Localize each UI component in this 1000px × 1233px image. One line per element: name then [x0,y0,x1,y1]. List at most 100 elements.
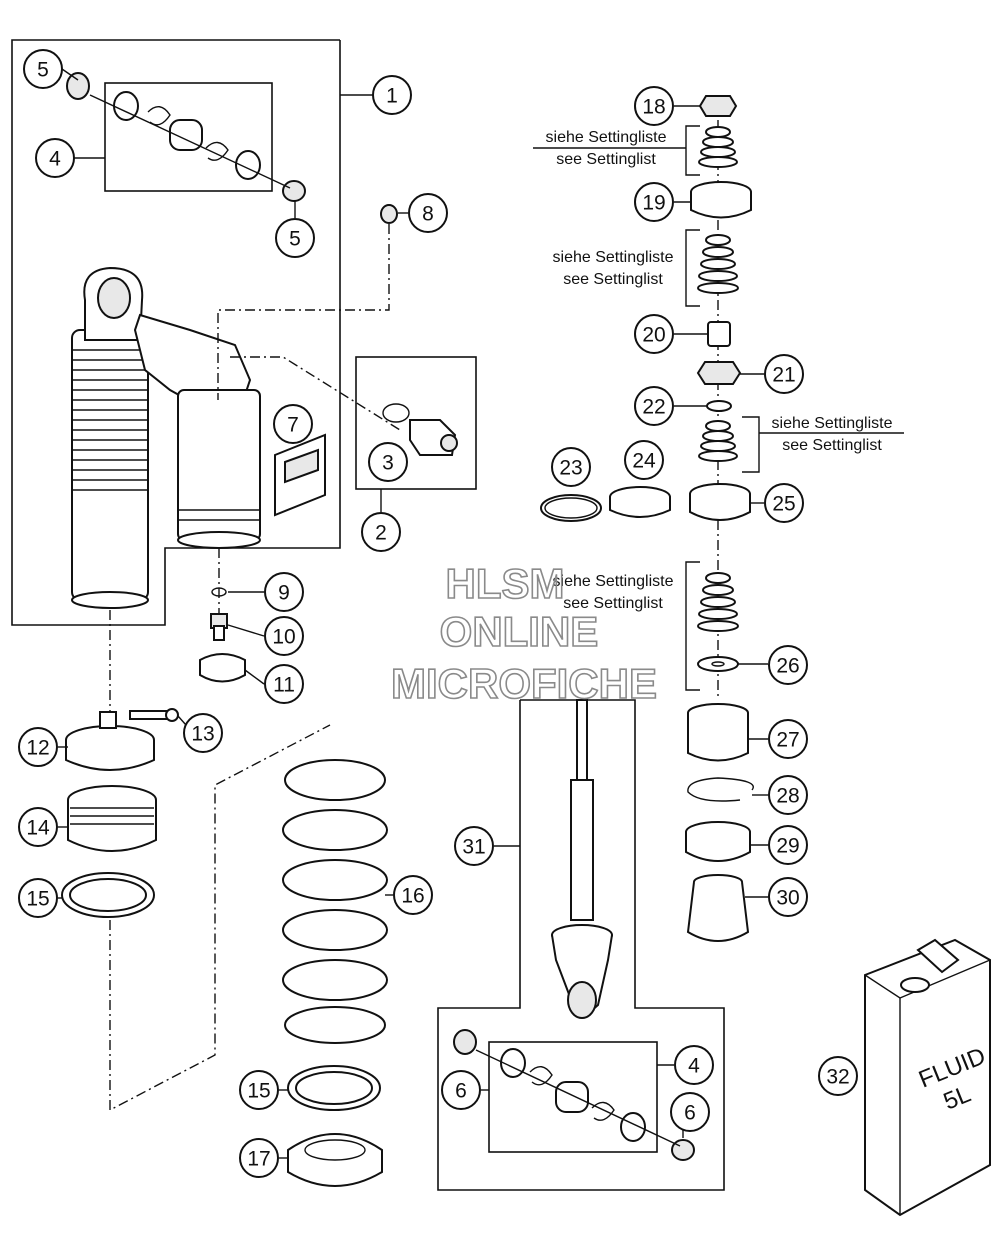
callout-label: 22 [642,396,665,419]
callout-circle [361,512,401,552]
callout-label: 3 [382,452,394,475]
callout-c9: 9 [264,572,304,612]
part-17-spring-seat [287,1133,383,1187]
callout-circle [768,645,808,685]
callout-label: 16 [401,885,424,908]
callout-c19: 19 [634,182,674,222]
callout-label: 8 [422,203,434,226]
part-7-label-sticker [274,433,326,517]
callout-circle [768,877,808,917]
callout-label: 6 [684,1102,696,1125]
callout-circle [264,616,304,656]
callout-label: 5 [289,228,301,251]
callout-circle [764,483,804,523]
callout-label: 4 [49,148,61,171]
callout-c10: 10 [264,616,304,656]
bearing-kit-bottom-parts [453,1029,695,1161]
callout-c28: 28 [768,775,808,815]
box-assembly-1 [11,39,341,626]
part-11-cap [199,653,246,683]
part-25-piston [689,483,751,521]
shock-body [71,266,261,609]
callout-label: 10 [272,626,295,649]
callout-circle [264,664,304,704]
callout-group: 1234455667891011121314151516171819202122… [18,49,858,1178]
callout-circle [674,1045,714,1085]
callout-c18: 18 [634,86,674,126]
leader-spring-box [109,724,331,1112]
bracket-note-1 [533,125,700,176]
callout-label: 17 [247,1148,270,1171]
callout-circle [372,75,412,115]
callout-label: 12 [26,737,49,760]
callout-circle [634,86,674,126]
callout-c12: 12 [18,727,58,767]
note2-de: siehe Settingliste [553,249,674,266]
callout-label: 9 [278,582,290,605]
part-12-clamp [65,711,155,771]
callout-circle [634,182,674,222]
callout-c3: 3 [368,442,408,482]
callout-circle [368,442,408,482]
callout-label: 19 [642,192,665,215]
callout-label: 20 [642,324,665,347]
box-bearing-kit-bottom [488,1041,658,1153]
callout-c32: 32 [818,1056,858,1096]
callout-label: 24 [632,450,656,473]
callout-circle [264,572,304,612]
shim-stack-3 [698,420,738,462]
watermark-line3: MICROFICHE [391,660,657,707]
callout-label: 25 [772,493,795,516]
callout-label: 1 [386,85,398,108]
part-13-bolt [129,708,179,722]
callout-c6b: 6 [670,1092,710,1132]
shim-stack-1 [698,126,738,168]
callout-c15a: 15 [18,878,58,918]
callout-circle [275,218,315,258]
callout-label: 4 [688,1055,700,1078]
part-10-valve [210,613,228,641]
callout-c20: 20 [634,314,674,354]
callout-c15b: 15 [239,1070,279,1110]
callout-label: 23 [559,457,582,480]
bearing-kit-top-parts [66,72,306,202]
callout-circle [18,878,58,918]
callout-circle [273,404,313,444]
callout-c14: 14 [18,807,58,847]
callout-c4a: 4 [35,138,75,178]
callout-circle [239,1138,279,1178]
bracket-note-3 [742,416,904,473]
watermark-line1: HLSM [446,560,565,607]
callout-circle [624,440,664,480]
callout-circle [18,727,58,767]
watermark-line2: ONLINE [440,608,599,655]
callout-c21: 21 [764,354,804,394]
callout-c31: 31 [454,826,494,866]
callout-circle [35,138,75,178]
callout-c25: 25 [764,483,804,523]
callout-circle [768,719,808,759]
note3-de: siehe Settingliste [772,415,893,432]
callout-c4b: 4 [674,1045,714,1085]
callout-c7: 7 [273,404,313,444]
box-adjuster-2 [355,356,477,490]
callout-circle [183,713,223,753]
part-23-ring [540,494,602,522]
callout-label: 13 [191,723,214,746]
part-15-spacer-bottom [287,1065,381,1111]
part-30-bump-stop [686,874,750,942]
leader-8 [217,224,390,400]
callout-circle [454,826,494,866]
part-28-circlip [687,777,754,802]
callout-circle [634,386,674,426]
callout-c24: 24 [624,440,664,480]
callout-c23: 23 [551,447,591,487]
callout-circle [764,354,804,394]
part-21-nut [696,361,742,385]
note2-en: see Settinglist [563,271,663,288]
note3-en: see Settinglist [782,437,882,454]
note4-en: see Settinglist [563,595,663,612]
callout-circle [408,193,448,233]
callout-circle [768,775,808,815]
callout-circle [23,49,63,89]
